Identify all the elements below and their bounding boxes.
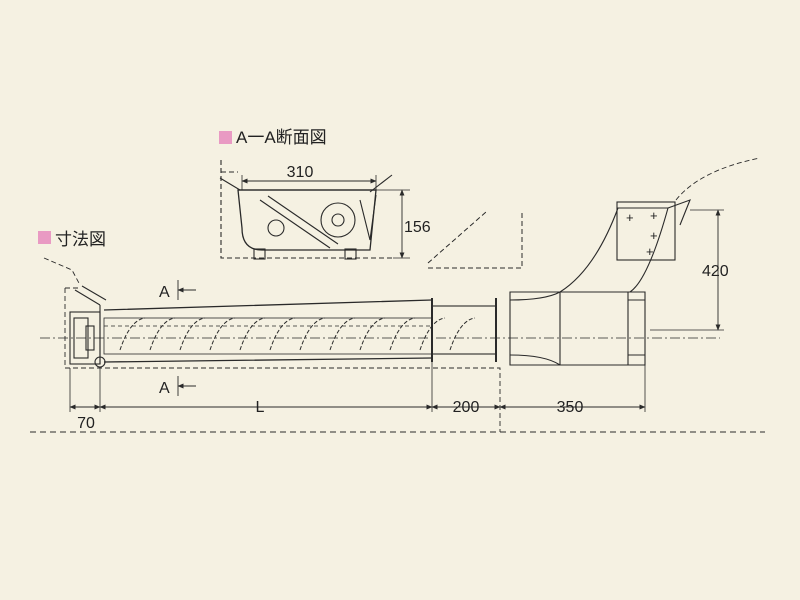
- svg-text:+: +: [626, 210, 634, 225]
- dim-200-label: 200: [453, 399, 480, 416]
- dimension-drawing: 寸法図 +: [30, 157, 765, 433]
- svg-text:+: +: [650, 208, 658, 223]
- section-mark-bottom: A: [159, 380, 170, 397]
- trough-casing: [103, 299, 433, 363]
- section-mark-top: A: [159, 284, 170, 301]
- dimension-title-marker: [38, 231, 51, 244]
- chute: [509, 291, 646, 366]
- section-title-marker: [219, 131, 232, 144]
- screw-flights: [119, 317, 476, 351]
- screw-disc: [320, 202, 356, 238]
- dimension-title: 寸法図: [55, 230, 106, 249]
- section-view: A一A断面図 310 156: [219, 128, 431, 260]
- section-frame: [220, 160, 393, 259]
- dim-70-label: 70: [77, 415, 95, 432]
- svg-text:+: +: [646, 244, 654, 259]
- svg-text:+: +: [650, 228, 658, 243]
- section-title: A一A断面図: [236, 128, 327, 147]
- incline-pipe: [559, 207, 669, 293]
- hopper-outline: [427, 211, 523, 269]
- outlet-box: [431, 305, 497, 355]
- trough-body: [237, 189, 377, 251]
- dim-L-label: L: [256, 399, 265, 416]
- shaft-left: [267, 219, 285, 237]
- dim-156-label: 156: [404, 219, 431, 236]
- dim-350-label: 350: [557, 399, 584, 416]
- dim-420-label: 420: [702, 263, 729, 280]
- dim-310-label: 310: [287, 164, 314, 181]
